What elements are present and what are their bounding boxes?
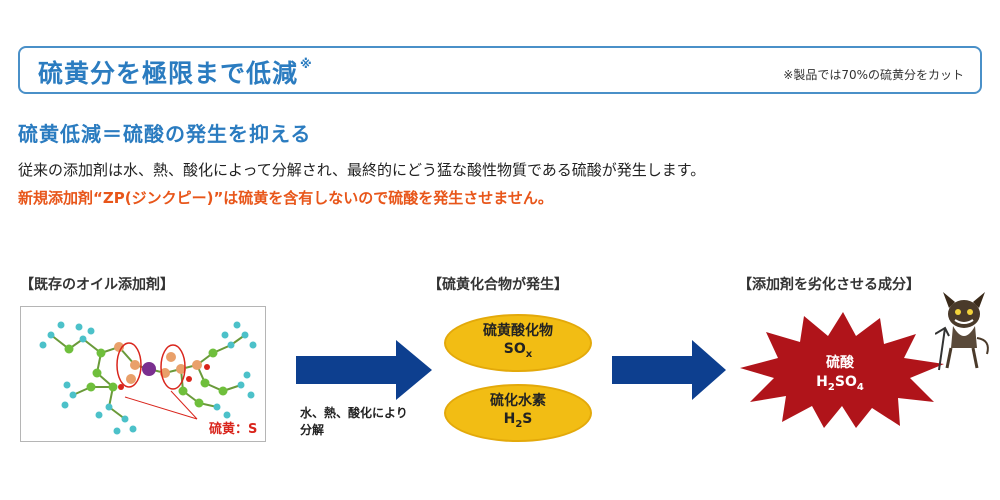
caption-line-1: 水、熱、酸化により [300,406,408,420]
sox-name: 硫黄酸化物 [483,323,553,340]
caption-line-2: 分解 [300,423,325,437]
decomposition-caption: 水、熱、酸化により 分解 [300,405,430,439]
h2s-formula: H2S [503,411,533,430]
h2s-ellipse: 硫化水素 H2S [444,384,592,442]
title-footnote: ※製品では70%の硫黄分をカット [783,68,964,82]
degrading-component-label: 【添加剤を劣化させる成分】 [738,277,920,293]
sulfur-label: 硫黄：S [209,422,258,437]
generation-arrow [612,340,726,400]
acid-formula: H2SO4 [816,374,864,393]
intro-text: 従来の添加剤は水、熱、酸化によって分解され、最終的にどう猛な酸性物質である硫酸が… [18,161,706,179]
molecule-illustration: 硫黄：S [20,306,266,442]
title-footnote-mark: ※ [300,57,313,71]
section-heading: 硫黄低減＝硫酸の発生を抑える [18,122,312,146]
devil-icon [935,292,989,371]
sox-ellipse: 硫黄酸化物 SOx [444,314,592,372]
sulfuric-acid-label: 硫酸 H2SO4 [790,354,890,397]
sulfur-compound-label: 【硫黄化合物が発生】 [428,277,568,293]
decomposition-arrow [296,340,432,400]
intro-highlight-text: 新規添加剤“ZP(ジンクピー)”は硫黄を含有しないので硫酸を発生させません。 [18,189,553,207]
h2s-name: 硫化水素 [490,393,546,410]
title-box: 硫黄分を極限まで低減※ ※製品では70%の硫黄分をカット [18,46,982,94]
existing-additive-label: 【既存のオイル添加剤】 [20,277,174,293]
sulfuric-acid-burst [740,312,944,428]
molecule-diagram [39,321,257,435]
page-title: 硫黄分を極限まで低減※ [38,57,313,88]
acid-name: 硫酸 [826,355,854,371]
sox-formula: SOx [503,341,533,360]
